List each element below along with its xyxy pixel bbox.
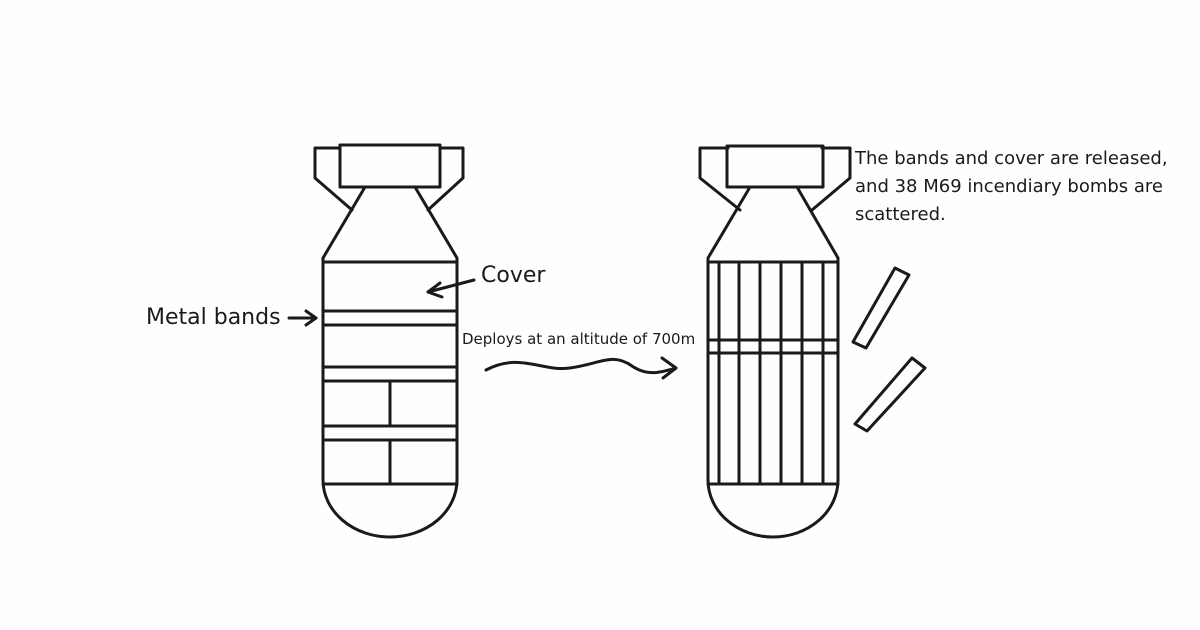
metal-bands-label: Metal bands — [146, 305, 281, 330]
released-band-2 — [853, 356, 927, 433]
opened-bomb-tail-fin — [698, 146, 852, 212]
m69-bomblet-bundle — [717, 260, 825, 486]
closed-bomb-tail-box — [338, 143, 442, 189]
closed-bomb-cone — [321, 185, 459, 539]
released-pieces — [851, 266, 927, 433]
deploy-label: Deploys at an altitude of 700m — [462, 330, 695, 348]
cover-arrow — [426, 278, 476, 299]
closed-bomb — [313, 143, 465, 539]
cover-label: Cover — [481, 263, 546, 288]
release-description-line-3: scattered. — [855, 204, 946, 225]
release-description-line-1: The bands and cover are released, — [854, 148, 1168, 169]
opened-bomb — [698, 144, 852, 539]
opened-bomb-tail-box — [725, 144, 825, 189]
opened-bomb-cone — [706, 185, 840, 539]
released-band-1 — [851, 266, 911, 350]
closed-bomb-tail-fin — [313, 146, 465, 212]
deploy-wavy-arrow — [484, 356, 678, 380]
release-description-line-2: and 38 M69 incendiary bombs are — [855, 176, 1163, 197]
metal-bands-arrow — [287, 309, 318, 327]
